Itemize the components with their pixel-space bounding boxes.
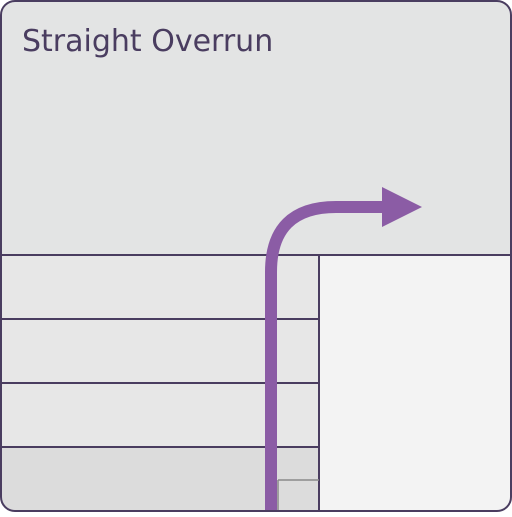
lane-end-block (278, 480, 319, 511)
diagram-title: Straight Overrun (22, 24, 274, 59)
overrun-arrow-head (382, 187, 422, 227)
overrun-arrow-path (265, 201, 384, 511)
upper-road-area (1, 1, 511, 255)
right-area (319, 255, 511, 511)
